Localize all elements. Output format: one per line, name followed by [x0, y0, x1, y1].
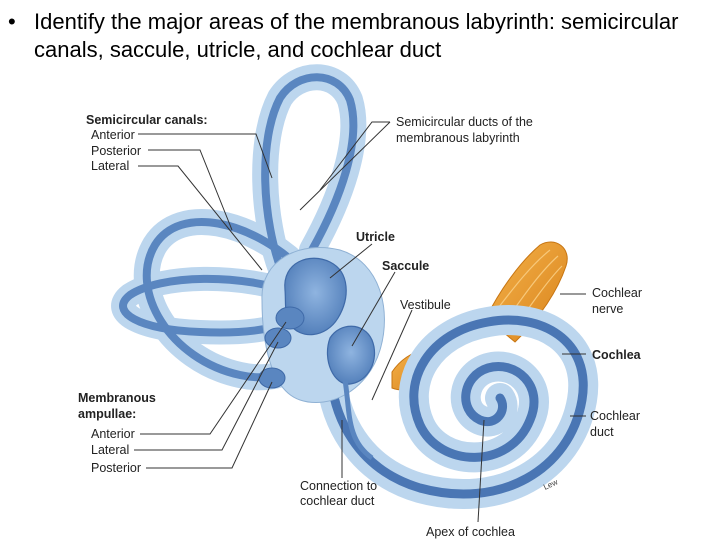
label-semicircular-canals: Semicircular canals: [86, 113, 208, 127]
label-saccule: Saccule [382, 259, 429, 273]
cochlea [315, 305, 599, 510]
anterior-duct [261, 73, 358, 276]
label-cochlear-nerve-2: nerve [592, 302, 623, 316]
label-cochlea: Cochlea [592, 348, 642, 362]
label-utricle: Utricle [356, 230, 395, 244]
label-anterior: Anterior [91, 128, 135, 142]
lateral-duct [119, 274, 304, 337]
label-connection-2: cochlear duct [300, 494, 375, 508]
label-lateral: Lateral [91, 159, 129, 173]
leader-lines [134, 121, 586, 523]
semicircular-canals [111, 64, 367, 391]
saccule [326, 325, 376, 385]
label-ampulla-anterior: Anterior [91, 427, 135, 441]
label-apex: Apex of cochlea [426, 525, 515, 539]
label-cochlear-duct-1: Cochlear [590, 409, 640, 423]
bullet-text: Identify the major areas of the membrano… [34, 9, 679, 62]
label-ampulla-lateral: Lateral [91, 443, 129, 457]
bullet-point: • [8, 9, 16, 34]
label-vestibule: Vestibule [400, 298, 451, 312]
ampulla-anterior [275, 306, 305, 330]
label-connection-1: Connection to [300, 479, 377, 493]
label-posterior: Posterior [91, 144, 141, 158]
ampulla-lateral [264, 327, 292, 349]
label-membranous-ampullae-1: Membranous [78, 391, 156, 405]
label-cochlear-duct-2: duct [590, 425, 614, 439]
connecting-duct [342, 379, 374, 461]
label-cochlear-nerve-1: Cochlear [592, 286, 642, 300]
cochlear-duct [325, 315, 588, 499]
label-membranous-ampullae-2: ampullae: [78, 407, 136, 421]
label-semicircular-ducts-1: Semicircular ducts of the [396, 115, 533, 129]
label-semicircular-ducts-2: membranous labyrinth [396, 131, 520, 145]
label-ampulla-posterior: Posterior [91, 461, 141, 475]
slide-bullet: • Identify the major areas of the membra… [8, 8, 714, 64]
